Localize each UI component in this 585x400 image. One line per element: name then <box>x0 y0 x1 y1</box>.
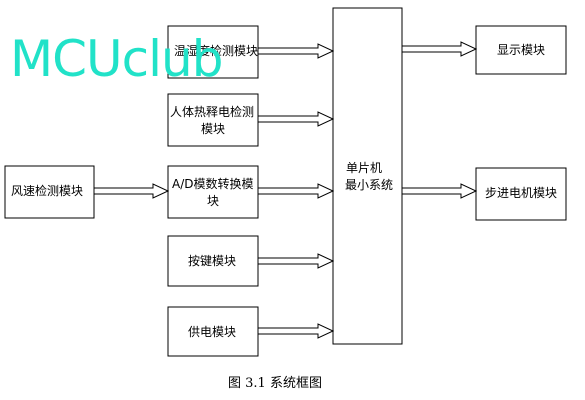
keys-module-label: 按键模块 <box>188 254 236 268</box>
arrow-mcu-to-stepper <box>401 183 478 199</box>
arrow-mcu-to-display <box>401 41 478 57</box>
wind-speed-module-label: 风速检测模块 <box>11 183 83 198</box>
pyroelectric-module-box <box>167 93 259 147</box>
adc-module-box <box>167 165 259 219</box>
figure-caption: 图 3.1 系统框图 <box>228 376 322 391</box>
pyroelectric-module-label-line1: 人体热释电检测 <box>170 104 254 119</box>
arrow-wind-to-adc <box>93 183 170 199</box>
arrow-adc-to-mcu <box>257 183 335 199</box>
arrow-temp-humidity-to-mcu <box>257 43 335 59</box>
temp-humidity-module-label: 温湿度检测模块 <box>174 43 258 58</box>
stepper-motor-module-label: 步进电机模块 <box>485 186 557 200</box>
keys-module-box <box>167 235 259 287</box>
arrow-keys-to-mcu <box>257 253 335 269</box>
power-module-label: 供电模块 <box>188 325 236 339</box>
display-module-box <box>475 25 567 75</box>
mcuclub-watermark: MCUclub <box>10 30 222 88</box>
display-module-label: 显示模块 <box>497 43 545 57</box>
adc-module-label-line1: A/D模数转换模 <box>172 176 254 191</box>
stepper-motor-module-box <box>475 167 567 221</box>
mcu-label-line2: 最小系统 <box>345 178 393 192</box>
pyroelectric-module-label-line2: 模块 <box>201 122 225 136</box>
arrow-pyroelectric-to-mcu <box>257 111 335 127</box>
temp-humidity-module-box <box>167 25 259 79</box>
mcu-label-line1: 单片机 <box>346 161 382 175</box>
arrow-power-to-mcu <box>257 323 335 339</box>
mcu-minimum-system-box <box>332 7 403 345</box>
adc-module-label-line2: 块 <box>207 194 219 208</box>
